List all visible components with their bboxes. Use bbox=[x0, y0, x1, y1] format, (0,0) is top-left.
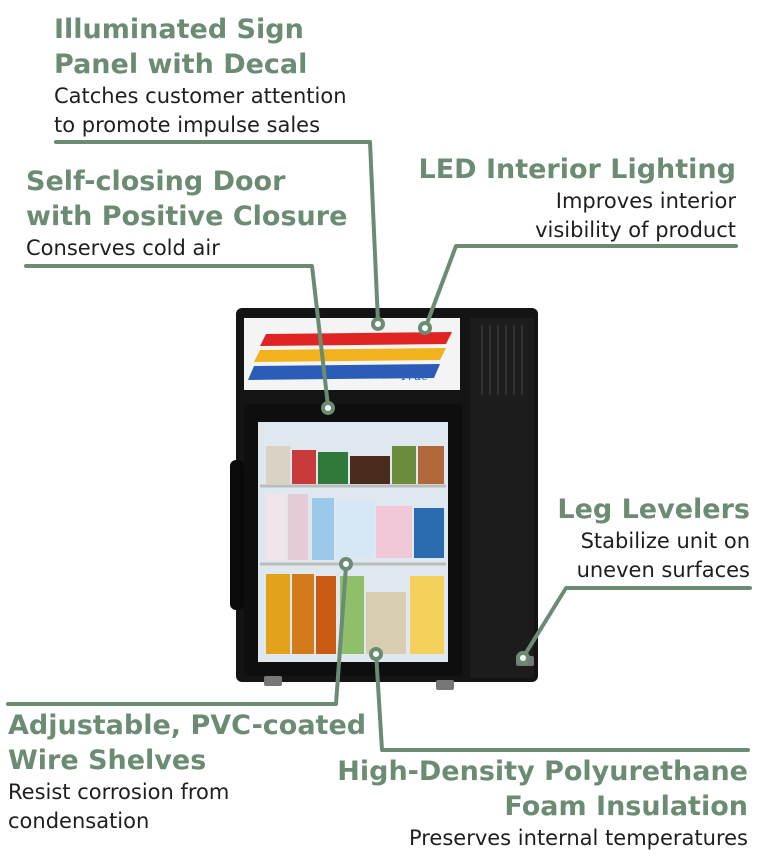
callout-desc: Catches customer attention bbox=[54, 84, 347, 108]
callout-sign-panel: Illuminated Sign Panel with Decal Catche… bbox=[54, 12, 347, 140]
callout-insulation: High-Density Polyurethane Foam Insulatio… bbox=[337, 754, 748, 853]
callout-title: Adjustable, PVC-coated bbox=[8, 710, 367, 741]
callout-desc: Improves interior bbox=[555, 189, 736, 213]
callout-title: with Positive Closure bbox=[26, 201, 348, 232]
callout-title: Wire Shelves bbox=[8, 745, 207, 776]
brand-logo: True bbox=[400, 369, 429, 383]
callout-desc: Conserves cold air bbox=[26, 236, 220, 260]
leader-legs bbox=[522, 586, 752, 658]
callout-desc: Stabilize unit on bbox=[580, 529, 750, 553]
leader-sign-panel bbox=[54, 140, 380, 324]
leader-door bbox=[24, 264, 330, 408]
callout-desc: condensation bbox=[8, 809, 150, 833]
shelves bbox=[260, 446, 446, 654]
callout-title: LED Interior Lighting bbox=[418, 154, 736, 185]
callout-desc: Preserves internal temperatures bbox=[408, 826, 748, 850]
callout-door: Self-closing Door with Positive Closure … bbox=[26, 164, 347, 263]
door-handle bbox=[230, 460, 244, 610]
callout-desc: Resist corrosion from bbox=[8, 780, 230, 804]
callout-shelves: Adjustable, PVC-coated Wire Shelves Resi… bbox=[8, 708, 366, 836]
callout-title: High-Density Polyurethane bbox=[337, 756, 748, 787]
callout-led: LED Interior Lighting Improves interior … bbox=[418, 152, 736, 245]
leader-led bbox=[424, 244, 738, 328]
leader-shelves bbox=[6, 564, 348, 706]
leader-lines bbox=[6, 140, 752, 752]
callout-title: Self-closing Door bbox=[26, 166, 286, 197]
callout-title: Illuminated Sign bbox=[54, 14, 304, 45]
callout-desc: visibility of product bbox=[535, 218, 736, 242]
callout-desc: to promote impulse sales bbox=[54, 113, 321, 137]
callout-title: Leg Levelers bbox=[557, 494, 750, 525]
callout-desc: uneven surfaces bbox=[576, 558, 750, 582]
callout-title: Panel with Decal bbox=[54, 49, 308, 80]
callout-legs: Leg Levelers Stabilize unit on uneven su… bbox=[557, 492, 750, 585]
side-vents bbox=[481, 325, 523, 395]
callout-title: Foam Insulation bbox=[504, 791, 748, 822]
leader-insulation bbox=[374, 650, 750, 752]
leader-dots bbox=[321, 317, 530, 665]
